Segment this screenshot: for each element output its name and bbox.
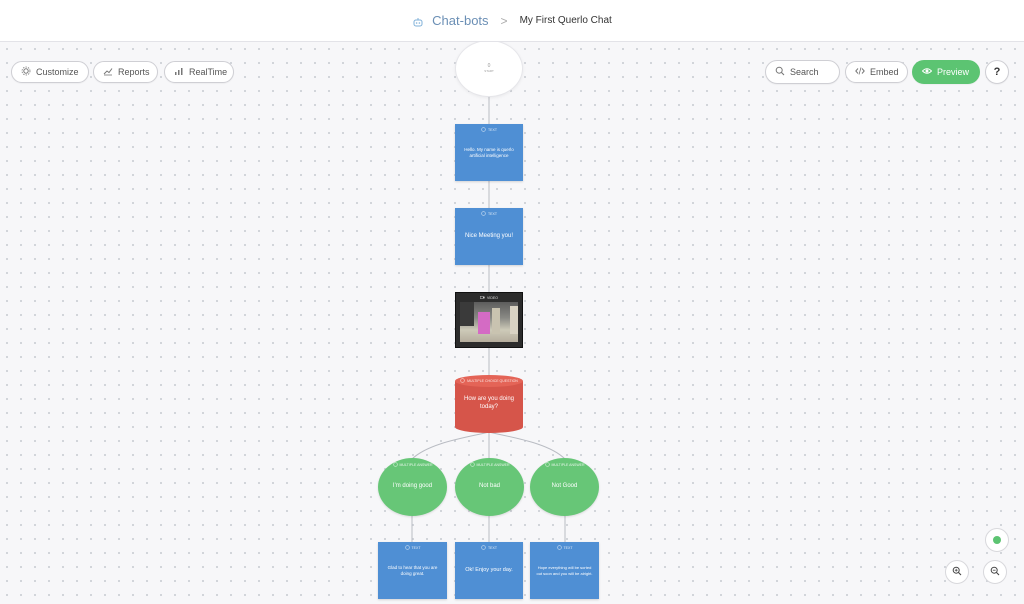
top-bar: Chat-bots > My First Querlo Chat (0, 0, 1024, 42)
connector-question-opt1 (411, 431, 490, 460)
reports-label: Reports (118, 67, 150, 77)
node-type-label: TEXT (563, 546, 573, 550)
help-button[interactable]: ? (985, 60, 1009, 84)
eye-icon (921, 66, 933, 78)
flow-connectors (411, 97, 566, 542)
chat-bubble-icon (556, 545, 562, 552)
text-node-reply-enjoy[interactable]: TEXT Ok! Enjoy your day. (455, 542, 523, 599)
chart-icon (103, 66, 113, 78)
chat-bot-icon (412, 15, 424, 27)
node-type-label: MULTIPLE CHOICE QUESTION (467, 379, 518, 383)
embed-label: Embed (870, 67, 899, 77)
node-text: Not bad (478, 483, 500, 490)
node-type-label: TEXT (488, 128, 497, 132)
chat-bubble-icon (481, 127, 486, 134)
node-type-label: TEXT (488, 212, 497, 216)
video-icon (480, 295, 485, 302)
breadcrumb-chat-bots[interactable]: Chat-bots (432, 13, 489, 28)
preview-label: Preview (937, 67, 970, 77)
connector-question-opt3 (488, 431, 566, 460)
realtime-button[interactable]: RealTime (164, 61, 234, 83)
code-icon (855, 66, 865, 78)
gear-icon (21, 66, 31, 78)
node-text: Not Good (551, 483, 578, 490)
video-node[interactable]: VIDEO (455, 292, 523, 348)
text-node-greeting[interactable]: TEXT Hello. My name is querlo artificial… (455, 124, 523, 181)
reports-button[interactable]: Reports (93, 61, 158, 83)
search-icon (775, 66, 785, 78)
search-label: Search (790, 67, 819, 77)
answer-node-not-good[interactable]: MULTIPLE ANSWER Not Good (530, 458, 599, 516)
text-node-nice-meeting[interactable]: TEXT Nice Meeting you! (455, 208, 523, 265)
chat-bubble-icon (481, 545, 486, 552)
zoom-out-icon (990, 563, 1000, 581)
node-text: Ok! Enjoy your day. (465, 566, 513, 573)
zoom-in-button[interactable] (945, 560, 969, 584)
node-text: I'm doing good (392, 483, 433, 490)
answer-node-doing-good[interactable]: MULTIPLE ANSWER I'm doing good (378, 458, 447, 516)
zoom-out-button[interactable] (983, 560, 1007, 584)
preview-button[interactable]: Preview (912, 60, 980, 84)
breadcrumb-current: My First Querlo Chat (519, 15, 612, 26)
node-type-label: MULTIPLE ANSWER (551, 463, 585, 467)
customize-button[interactable]: Customize (11, 61, 89, 83)
node-type-label: TEXT (488, 546, 497, 550)
start-label: START (484, 68, 494, 73)
embed-button[interactable]: Embed (845, 61, 908, 83)
zoom-in-icon (952, 563, 962, 581)
customize-label: Customize (36, 67, 79, 77)
breadcrumb: Chat-bots > My First Querlo Chat (412, 13, 612, 28)
node-text: Hope everything will be sorted out soon … (536, 565, 593, 576)
breadcrumb-separator: > (500, 13, 508, 28)
start-node[interactable]: 0 START (455, 42, 523, 97)
node-type-label: MULTIPLE ANSWER (476, 463, 510, 467)
chat-bubble-icon (481, 211, 486, 218)
status-dot (993, 536, 1001, 544)
chat-bubble-icon (404, 545, 410, 552)
search-button[interactable]: Search (765, 60, 840, 84)
node-text: How are you doing today? (463, 396, 515, 410)
text-node-reply-glad[interactable]: TEXT Glad to hear that you are doing gre… (378, 542, 447, 599)
start-count: 0 (487, 63, 491, 70)
signal-icon (174, 66, 184, 78)
node-text: Hello. My name is querlo artificial inte… (464, 146, 514, 158)
answer-icon (392, 462, 398, 469)
video-thumbnail (460, 302, 518, 342)
answer-icon (469, 462, 475, 469)
node-type-label: VIDEO (487, 296, 498, 300)
status-indicator[interactable] (985, 528, 1009, 552)
node-type-label: MULTIPLE ANSWER (399, 463, 433, 467)
realtime-label: RealTime (189, 67, 228, 77)
node-text: Nice Meeting you! (464, 232, 514, 239)
answer-icon (544, 462, 550, 469)
answer-node-not-bad[interactable]: MULTIPLE ANSWER Not bad (455, 458, 524, 516)
question-node[interactable]: MULTIPLE CHOICE QUESTION How are you doi… (455, 375, 523, 433)
flow-canvas[interactable]: Customize Reports RealTime Search Embed … (0, 42, 1024, 604)
node-type-label: TEXT (411, 546, 421, 550)
node-text: Glad to hear that you are doing great. (387, 564, 438, 576)
question-icon (460, 378, 465, 385)
text-node-reply-hope[interactable]: TEXT Hope everything will be sorted out … (530, 542, 599, 599)
